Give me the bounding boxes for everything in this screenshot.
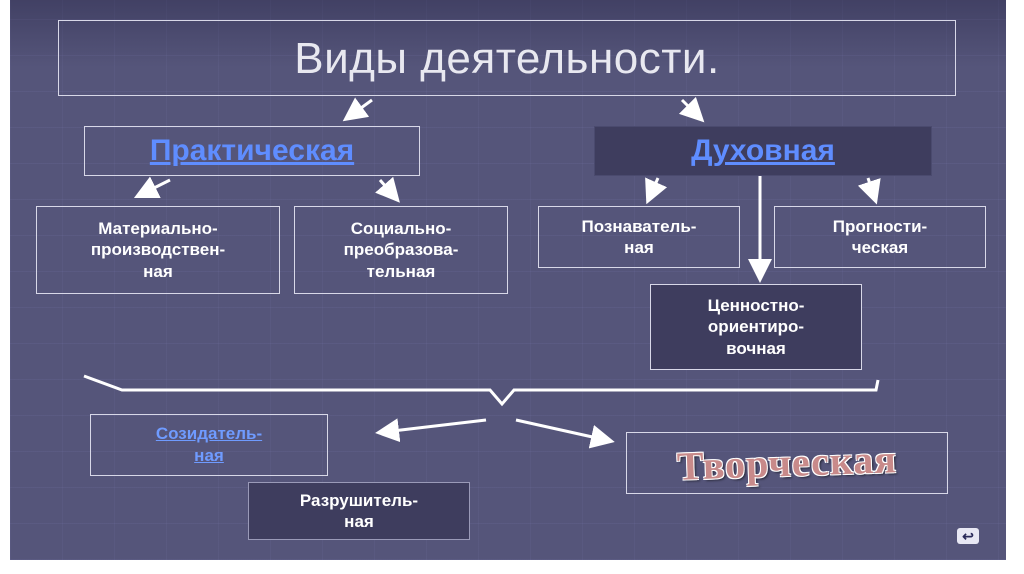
arrow-to-creative — [515, 418, 615, 449]
creative-wordart: Творческая — [676, 436, 898, 489]
social-box: Социально- преобразова- тельная — [294, 206, 508, 294]
material-box: Материально- производствен- ная — [36, 206, 280, 294]
practical-link[interactable]: Практическая — [149, 134, 355, 168]
grouping-brace — [83, 374, 880, 407]
prognostic-box: Прогности- ческая — [774, 206, 986, 268]
cognitive-box: Познаватель- ная — [538, 206, 740, 268]
connector-lines — [83, 96, 881, 449]
arrow-to-constructive — [375, 418, 487, 443]
material-text: Материально- производствен- ная — [90, 219, 226, 281]
practical-box: Практическая — [84, 126, 420, 176]
arrow-to-material — [133, 176, 171, 199]
destructive-box: Разрушитель- ная — [248, 482, 470, 540]
return-icon[interactable]: ↩ — [957, 528, 979, 544]
creative-box: Творческая — [626, 432, 948, 494]
arrow-to-spiritual — [678, 96, 705, 123]
prognostic-text: Прогности- ческая — [832, 216, 928, 257]
constructive-box: Созидатель- ная — [90, 414, 328, 476]
arrow-to-cognitive — [645, 177, 668, 205]
social-text: Социально- преобразова- тельная — [343, 219, 459, 281]
spiritual-link[interactable]: Духовная — [691, 134, 835, 168]
cognitive-text: Познаватель- ная — [581, 216, 697, 257]
value-text: Ценностно- ориентиро- вочная — [707, 296, 805, 358]
diagram-title: Виды деятельности. — [58, 20, 956, 96]
value-box: Ценностно- ориентиро- вочная — [650, 284, 862, 370]
arrow-to-prognostic — [857, 177, 881, 205]
destructive-text: Разрушитель- ная — [299, 490, 419, 531]
slide: Виды деятельности. Практическая Духовная… — [10, 0, 1006, 560]
title-text: Виды деятельности. — [294, 33, 720, 83]
arrow-to-social — [375, 176, 400, 203]
arrow-to-practical — [342, 97, 373, 122]
constructive-link[interactable]: Созидатель- ная — [155, 423, 263, 465]
spiritual-box: Духовная — [594, 126, 932, 176]
